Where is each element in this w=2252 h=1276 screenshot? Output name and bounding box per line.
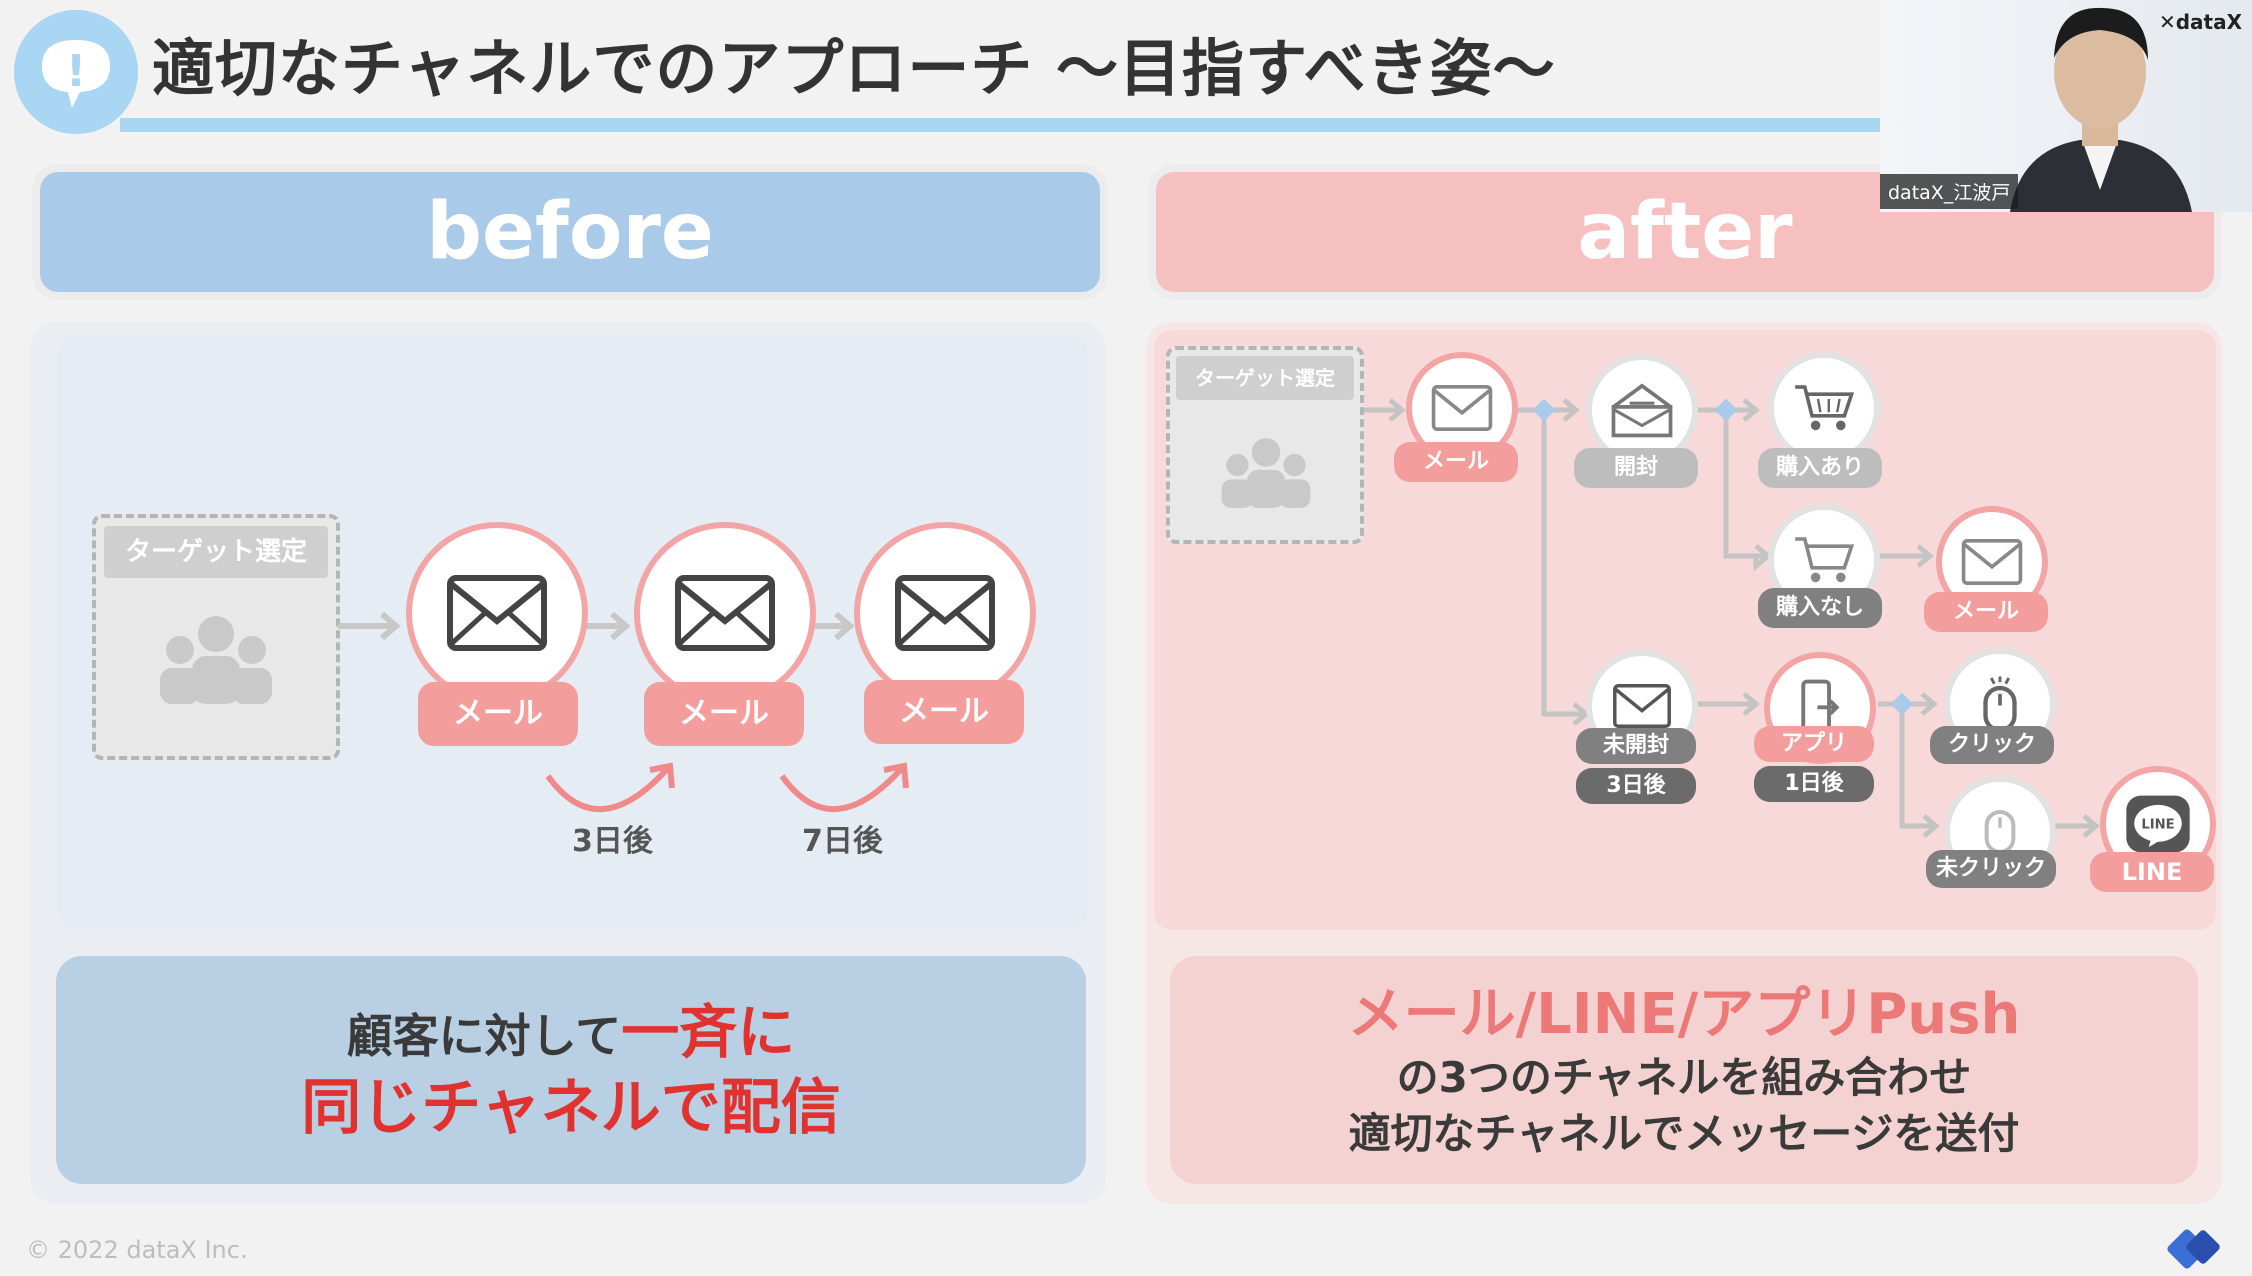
before-diagram: ターゲット選定 メール メール メール 3日後 7日後 xyxy=(58,336,1088,928)
after-caption-line1: メール/LINE/アプリPush xyxy=(1347,982,2021,1047)
shopping-cart-icon xyxy=(1795,385,1854,431)
before-arrows xyxy=(338,611,909,813)
line-icon-text: LINE xyxy=(2141,818,2174,833)
before-mail-circle-2 xyxy=(634,522,816,704)
webcam-brand: ✕dataX xyxy=(2158,10,2242,34)
before-caption-line2: 同じチャネルで配信 xyxy=(301,1073,841,1143)
webcam-overlay: ✕dataX dataX_江波戸 xyxy=(1880,0,2252,212)
before-heading: before xyxy=(426,187,714,277)
webcam-brand-text: dataX xyxy=(2175,10,2242,34)
after-caption-line3: 適切なチャネルでメッセージを送付 xyxy=(1348,1109,2020,1158)
after-app-delay: 1日後 xyxy=(1754,766,1874,802)
envelope-icon xyxy=(1613,684,1671,728)
slide-title: 適切なチャネルでのアプローチ 〜目指すべき姿〜 xyxy=(152,32,1556,105)
after-people-icon xyxy=(1221,438,1311,508)
after-unopened-delay: 3日後 xyxy=(1576,768,1696,804)
after-target-label: ターゲット選定 xyxy=(1176,356,1354,400)
after-click-label: クリック xyxy=(1930,726,2054,764)
after-no-click-label: 未クリック xyxy=(1926,850,2056,888)
before-caption-highlight: 一斉に xyxy=(621,998,796,1066)
title-speech-bubble-icon: ! xyxy=(14,10,138,134)
after-opened-label: 開封 xyxy=(1574,448,1698,488)
envelope-icon xyxy=(675,575,775,651)
after-caption-line2: の3つのチャネルを組み合わせ xyxy=(1396,1053,1972,1102)
before-target-label: ターゲット選定 xyxy=(104,526,328,578)
envelope-icon xyxy=(1961,539,2023,585)
after-line-label: LINE xyxy=(2090,852,2214,892)
after-app-label: アプリ xyxy=(1754,726,1874,762)
after-mail1-label: メール xyxy=(1394,442,1518,482)
after-caption-box: メール/LINE/アプリPush の3つのチャネルを組み合わせ 適切なチャネルで… xyxy=(1170,956,2198,1184)
copyright: © 2022 dataX Inc. xyxy=(26,1236,248,1264)
after-purchased-label: 購入あり xyxy=(1758,448,1882,488)
participant-name-tag: dataX_江波戸 xyxy=(1880,174,2019,209)
before-caption-line1: 顧客に対して一斉に xyxy=(56,1000,1086,1068)
envelope-icon xyxy=(447,575,547,651)
before-interval-2: 7日後 xyxy=(802,824,883,859)
presenter-silhouette xyxy=(2010,7,2192,212)
before-mail-circle-1 xyxy=(406,522,588,704)
title-underline xyxy=(120,118,1880,132)
before-people-icon xyxy=(160,616,272,704)
before-caption-normal: 顧客に対して xyxy=(346,1009,622,1063)
after-mail2-label: メール xyxy=(1924,592,2048,632)
after-not-purchased-label: 購入なし xyxy=(1758,588,1882,628)
shopping-cart-icon xyxy=(1795,537,1854,583)
datax-logo-icon xyxy=(2164,1228,2224,1276)
after-unopened-label: 未開封 xyxy=(1576,728,1696,764)
before-mail-label-3: メール xyxy=(864,680,1024,744)
after-target-box: ターゲット選定 xyxy=(1166,346,1364,544)
svg-text:!: ! xyxy=(66,46,86,97)
after-heading: after xyxy=(1577,187,1793,277)
envelope-icon xyxy=(1431,385,1493,431)
after-diagram: ターゲット選定 メール 開封 購入あり 購入なし メール 未開封 3日後 アプリ… xyxy=(1154,330,2216,930)
before-interval-1: 3日後 xyxy=(572,824,653,859)
before-target-box: ターゲット選定 xyxy=(92,514,340,760)
before-mail-label-1: メール xyxy=(418,682,578,746)
envelope-icon xyxy=(895,575,995,651)
mouse-click-icon xyxy=(1983,676,2017,733)
before-mail-circle-3 xyxy=(854,522,1036,704)
open-envelope-icon xyxy=(1611,383,1673,438)
before-caption-box: 顧客に対して一斉に 同じチャネルで配信 xyxy=(56,956,1086,1184)
before-mail-label-2: メール xyxy=(644,682,804,746)
after-flow-arrows xyxy=(1360,398,2100,838)
line-app-icon: LINE xyxy=(2126,795,2190,853)
before-heading-bar: before xyxy=(40,172,1100,292)
after-purchased-circle xyxy=(1768,352,1880,464)
